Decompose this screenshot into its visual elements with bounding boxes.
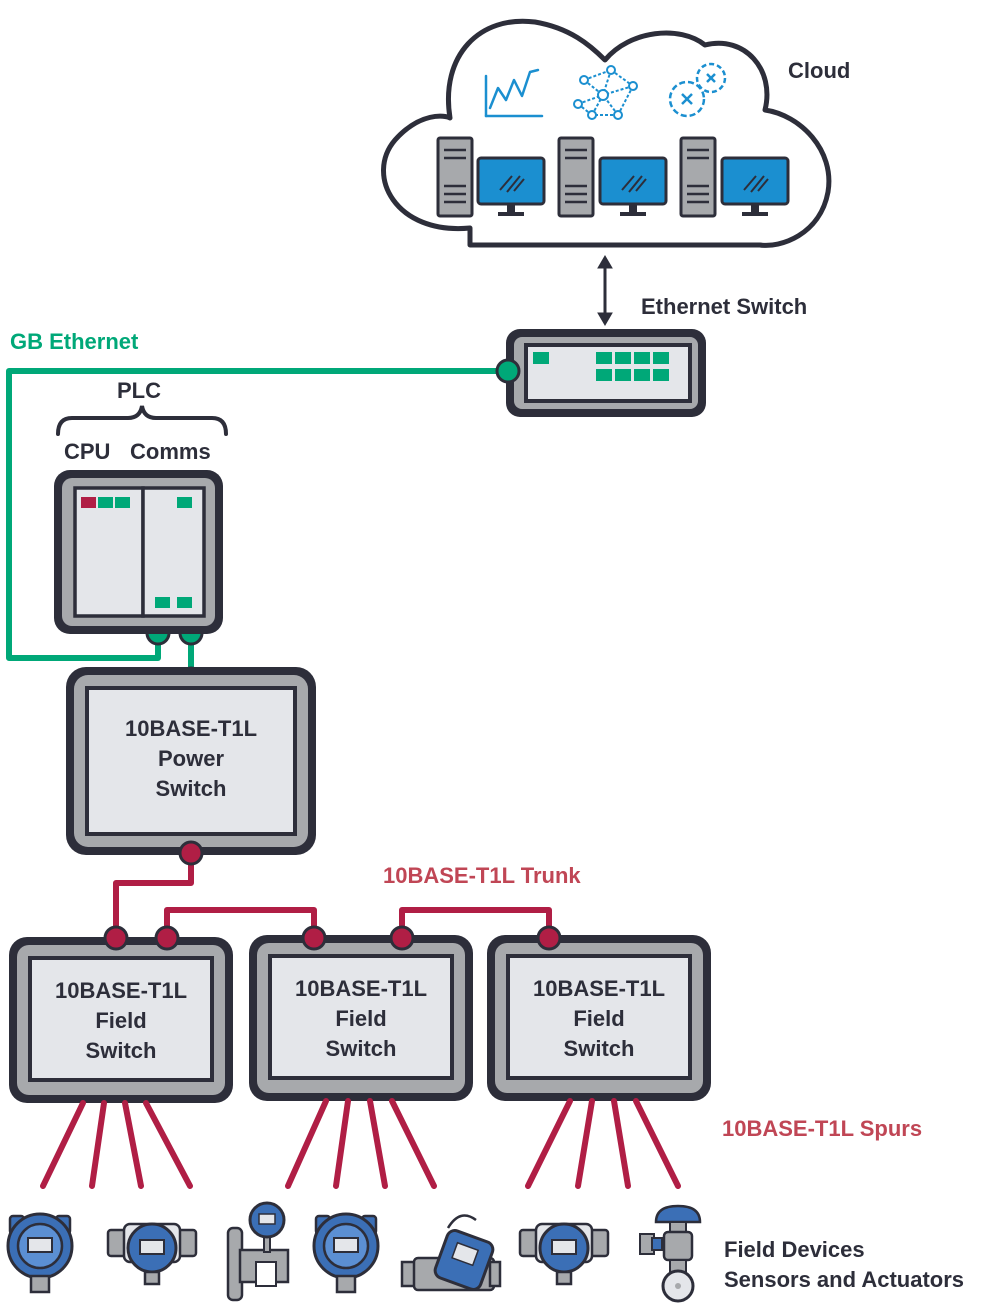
ethernet-switch	[506, 329, 706, 417]
transmitter-icon	[518, 1222, 610, 1286]
field-switch-label-3: 10BASE-T1L Field Switch	[508, 974, 690, 1064]
spur-links	[40, 1098, 681, 1189]
power-switch-box	[66, 667, 316, 855]
field-switch-2-line1: 10BASE-T1L	[294, 976, 428, 1001]
field-switch-box-2	[249, 935, 473, 1101]
transmitter-icon	[6, 1212, 74, 1294]
field-switch-1-line1: 10BASE-T1L	[54, 978, 188, 1003]
field-switch-box-1	[9, 937, 233, 1103]
field-devices-label: Field Devices	[724, 1237, 865, 1262]
cloud-link-arrow	[597, 255, 613, 326]
network-icon	[573, 65, 638, 120]
field-switch-3-line3: Switch	[563, 1036, 635, 1061]
server-tower-icon	[436, 136, 474, 218]
trunk-link	[113, 855, 552, 938]
flowmeter-icon	[400, 1214, 502, 1292]
transmitter-icon	[312, 1212, 380, 1294]
valve-actuator-icon	[639, 1204, 702, 1303]
field-switch-3-line2: Field	[573, 1006, 625, 1031]
field-switch-1-line2: Field	[95, 1008, 147, 1033]
field-switch-1-line3: Switch	[85, 1038, 157, 1063]
cloud-label: Cloud	[788, 58, 851, 83]
power-switch-line3: Switch	[155, 776, 227, 801]
power-switch-line1: 10BASE-T1L	[124, 716, 258, 741]
trunk-ports	[103, 840, 562, 951]
field-switch-box-3	[487, 935, 711, 1101]
gb-ethernet-label: GB Ethernet	[10, 329, 139, 354]
line-chart-icon	[484, 68, 544, 118]
sensors-actuators-label: Sensors and Actuators	[724, 1267, 965, 1292]
spurs-label: 10BASE-T1L Spurs	[722, 1116, 923, 1141]
plc	[54, 470, 223, 634]
comms-label: Comms	[130, 439, 211, 464]
power-switch-label: 10BASE-T1L Power Switch	[87, 714, 295, 804]
flowmeter-icon	[226, 1201, 290, 1302]
gears-icon	[668, 62, 727, 118]
cpu-label: CPU	[64, 439, 111, 464]
plc-brace	[56, 405, 228, 436]
field-switch-3-line1: 10BASE-T1L	[532, 976, 666, 1001]
trunk-label: 10BASE-T1L Trunk	[383, 863, 581, 888]
field-switch-label-1: 10BASE-T1L Field Switch	[30, 976, 212, 1066]
server-tower-icon	[557, 136, 595, 218]
power-switch-line2: Power	[157, 746, 225, 771]
server-tower-icon	[679, 136, 717, 218]
ethernet-switch-label: Ethernet Switch	[641, 294, 808, 319]
transmitter-icon	[106, 1222, 198, 1286]
plc-label: PLC	[117, 378, 161, 403]
field-switch-2-line2: Field	[335, 1006, 387, 1031]
field-switch-2-line3: Switch	[325, 1036, 397, 1061]
field-switch-label-2: 10BASE-T1L Field Switch	[270, 974, 452, 1064]
